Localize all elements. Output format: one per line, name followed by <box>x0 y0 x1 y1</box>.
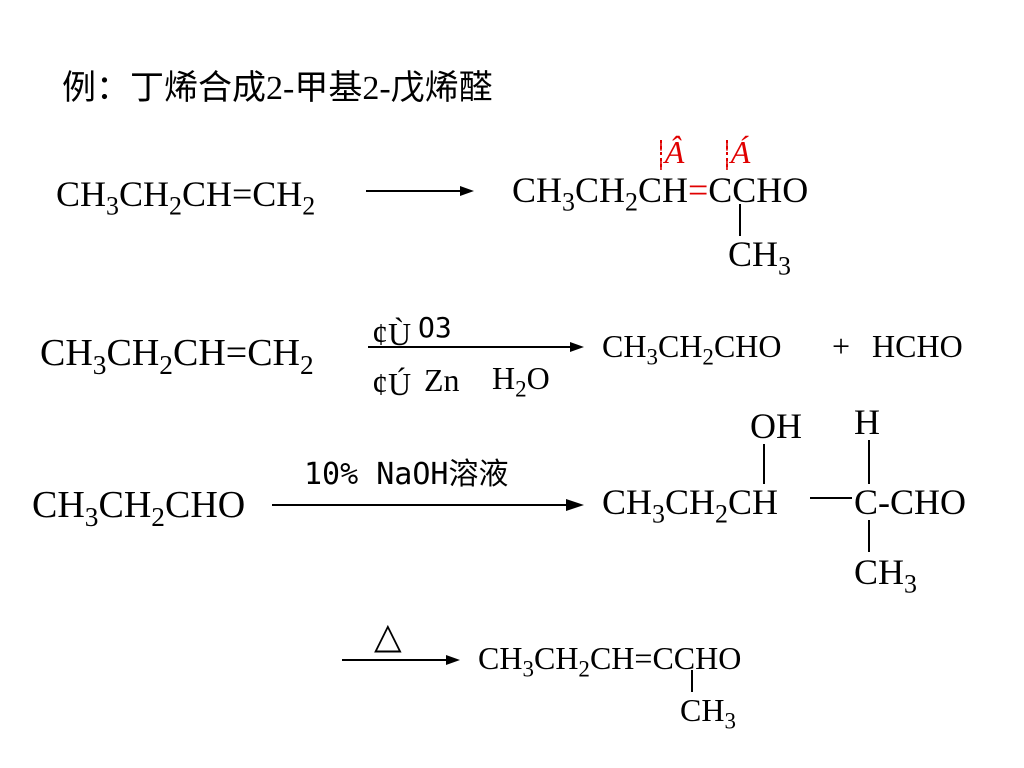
reaction3-arrowhead <box>566 499 584 511</box>
plus-sign: + <box>832 328 851 364</box>
ozonolysis-step1-label: ¢Ù <box>372 316 412 352</box>
reaction1-methyl-branch: CH3 <box>728 234 791 281</box>
reaction1-reactant: CH3CH2CH=CH2 <box>56 174 316 221</box>
reaction1-product: CH3CH2CH=CCHO <box>512 170 809 217</box>
slide-title: 例：丁烯合成2-甲基2-戊烯醛 <box>62 70 493 107</box>
water-reagent: H2O <box>492 360 550 402</box>
hydrogen-atom: H <box>854 402 880 442</box>
hydroxyl-group: OH <box>750 406 802 446</box>
final-methyl-branch: CH3 <box>680 692 736 734</box>
ozonolysis-step2-label: ¢Ú <box>372 366 412 402</box>
reaction2-reactant: CH3CH2CH=CH2 <box>40 332 314 380</box>
reaction3-reactant: CH3CH2CHO <box>32 484 246 532</box>
heat-symbol: △ <box>374 616 402 656</box>
ozone-reagent: O3 <box>418 311 452 344</box>
aldol-condition: 10% NaOH溶液 <box>304 457 509 492</box>
final-product: CH3CH2CH=CCHO <box>478 640 742 682</box>
reaction2-arrowhead <box>570 342 584 352</box>
aldol-methyl-branch: CH3 <box>854 552 917 599</box>
zinc-reagent: Zn <box>424 362 460 398</box>
formaldehyde-product: HCHO <box>872 328 963 364</box>
reaction4-arrowhead <box>446 655 460 665</box>
aldol-product-left: CH3CH2CH <box>602 482 778 529</box>
aldol-product-right: C-CHO <box>854 482 967 522</box>
highlighted-double-bond: = <box>687 170 709 210</box>
propanal-product: CH3CH2CHO <box>602 328 782 370</box>
reaction1-arrowhead <box>460 186 474 196</box>
